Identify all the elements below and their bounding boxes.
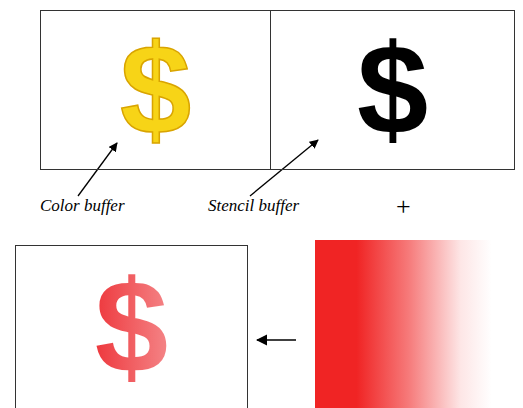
buffer-label: Color buffer [40,196,125,216]
gradient-dollar-sign: $ [16,261,247,393]
plus-sign: + [396,192,411,222]
color-buffer-panel: $ [40,10,271,170]
stencil-dollar-sign: $ [271,25,514,153]
result-arrow [257,339,296,341]
buffer-label: Stencil buffer [208,196,299,216]
yellow-dollar-sign: $ [41,25,270,153]
leader-line [250,140,318,196]
result-panel: $ [15,245,248,408]
stencil-buffer-panel: $ [270,10,515,170]
gradient-texture [315,240,523,408]
